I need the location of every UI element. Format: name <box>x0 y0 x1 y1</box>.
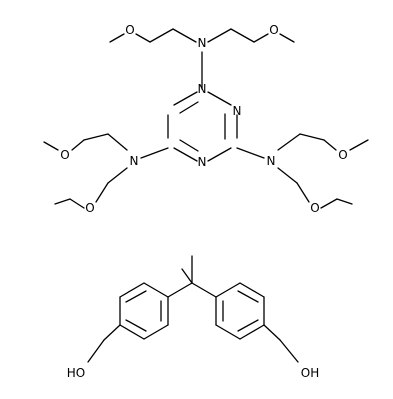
bisphenol-bonds <box>87 255 299 363</box>
atom-label-o-right-upper: O <box>338 148 347 162</box>
atom-label-n-ring-bottom: N <box>198 155 207 169</box>
atom-label-n-amine-top: N <box>198 36 207 50</box>
atom-label-n-amine-right: N <box>267 154 276 168</box>
molecule-bisphenol-a: HO OH <box>67 255 319 380</box>
atom-label-o-left-lower: O <box>85 201 94 215</box>
bisphenol-labels: HO OH <box>67 366 319 380</box>
atom-label-ho-left: HO <box>67 366 85 380</box>
atom-label-oh-right: OH <box>301 366 319 380</box>
atom-label-o-right-lower: O <box>310 201 319 215</box>
atom-label-o-top-left: O <box>125 23 134 37</box>
atom-label-o-top-right: O <box>269 23 278 37</box>
atom-label-n-ring-top: N <box>198 82 207 96</box>
atom-label-n-ring-right: N <box>233 104 242 118</box>
triazine-ring-bonds <box>167 91 238 162</box>
atom-label-n-amine-left: N <box>130 154 139 168</box>
amine-bonds <box>43 28 369 209</box>
atom-label-o-left-upper: O <box>60 148 69 162</box>
atom-labels: N N N N N N O O O O O O <box>60 23 347 215</box>
molecule-hexamethoxymethylmelamine: N N N N N N O O O O O O <box>43 23 369 215</box>
